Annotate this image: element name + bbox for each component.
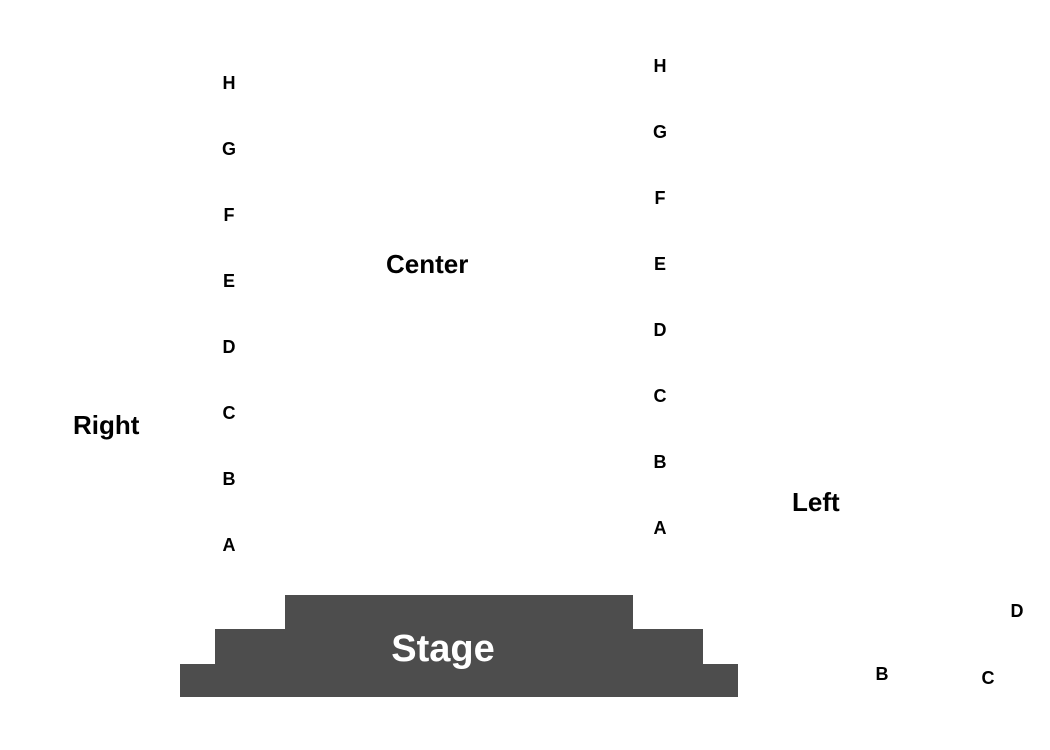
row-label-left-b: B <box>653 452 667 472</box>
row-label-right-e: E <box>222 271 235 291</box>
section-label-left: Left <box>792 487 840 517</box>
row-label-far-left-c: C <box>981 668 995 688</box>
row-label-right-f: F <box>223 205 235 225</box>
section-label-center: Center <box>386 249 469 279</box>
row-label-right-c: C <box>222 403 236 423</box>
row-label-right-d: D <box>222 337 236 357</box>
row-label-right-a: A <box>222 535 236 555</box>
row-label-right-h: H <box>222 73 236 93</box>
row-label-right-b: B <box>222 469 236 489</box>
row-label-left-e: E <box>653 254 666 274</box>
row-label-left-f: F <box>654 188 666 208</box>
row-label-left-c: C <box>653 386 667 406</box>
stage-label: Stage <box>391 628 495 670</box>
row-label-far-left-b: B <box>875 664 889 684</box>
row-label-left-a: A <box>653 518 667 538</box>
row-label-left-h: H <box>653 56 667 76</box>
row-label-far-left-d: D <box>1010 601 1024 621</box>
section-label-right: Right <box>73 410 140 440</box>
stage-platform <box>180 595 738 697</box>
row-label-left-d: D <box>653 320 667 340</box>
row-label-right-g: G <box>221 139 236 159</box>
row-label-left-g: G <box>652 122 667 142</box>
